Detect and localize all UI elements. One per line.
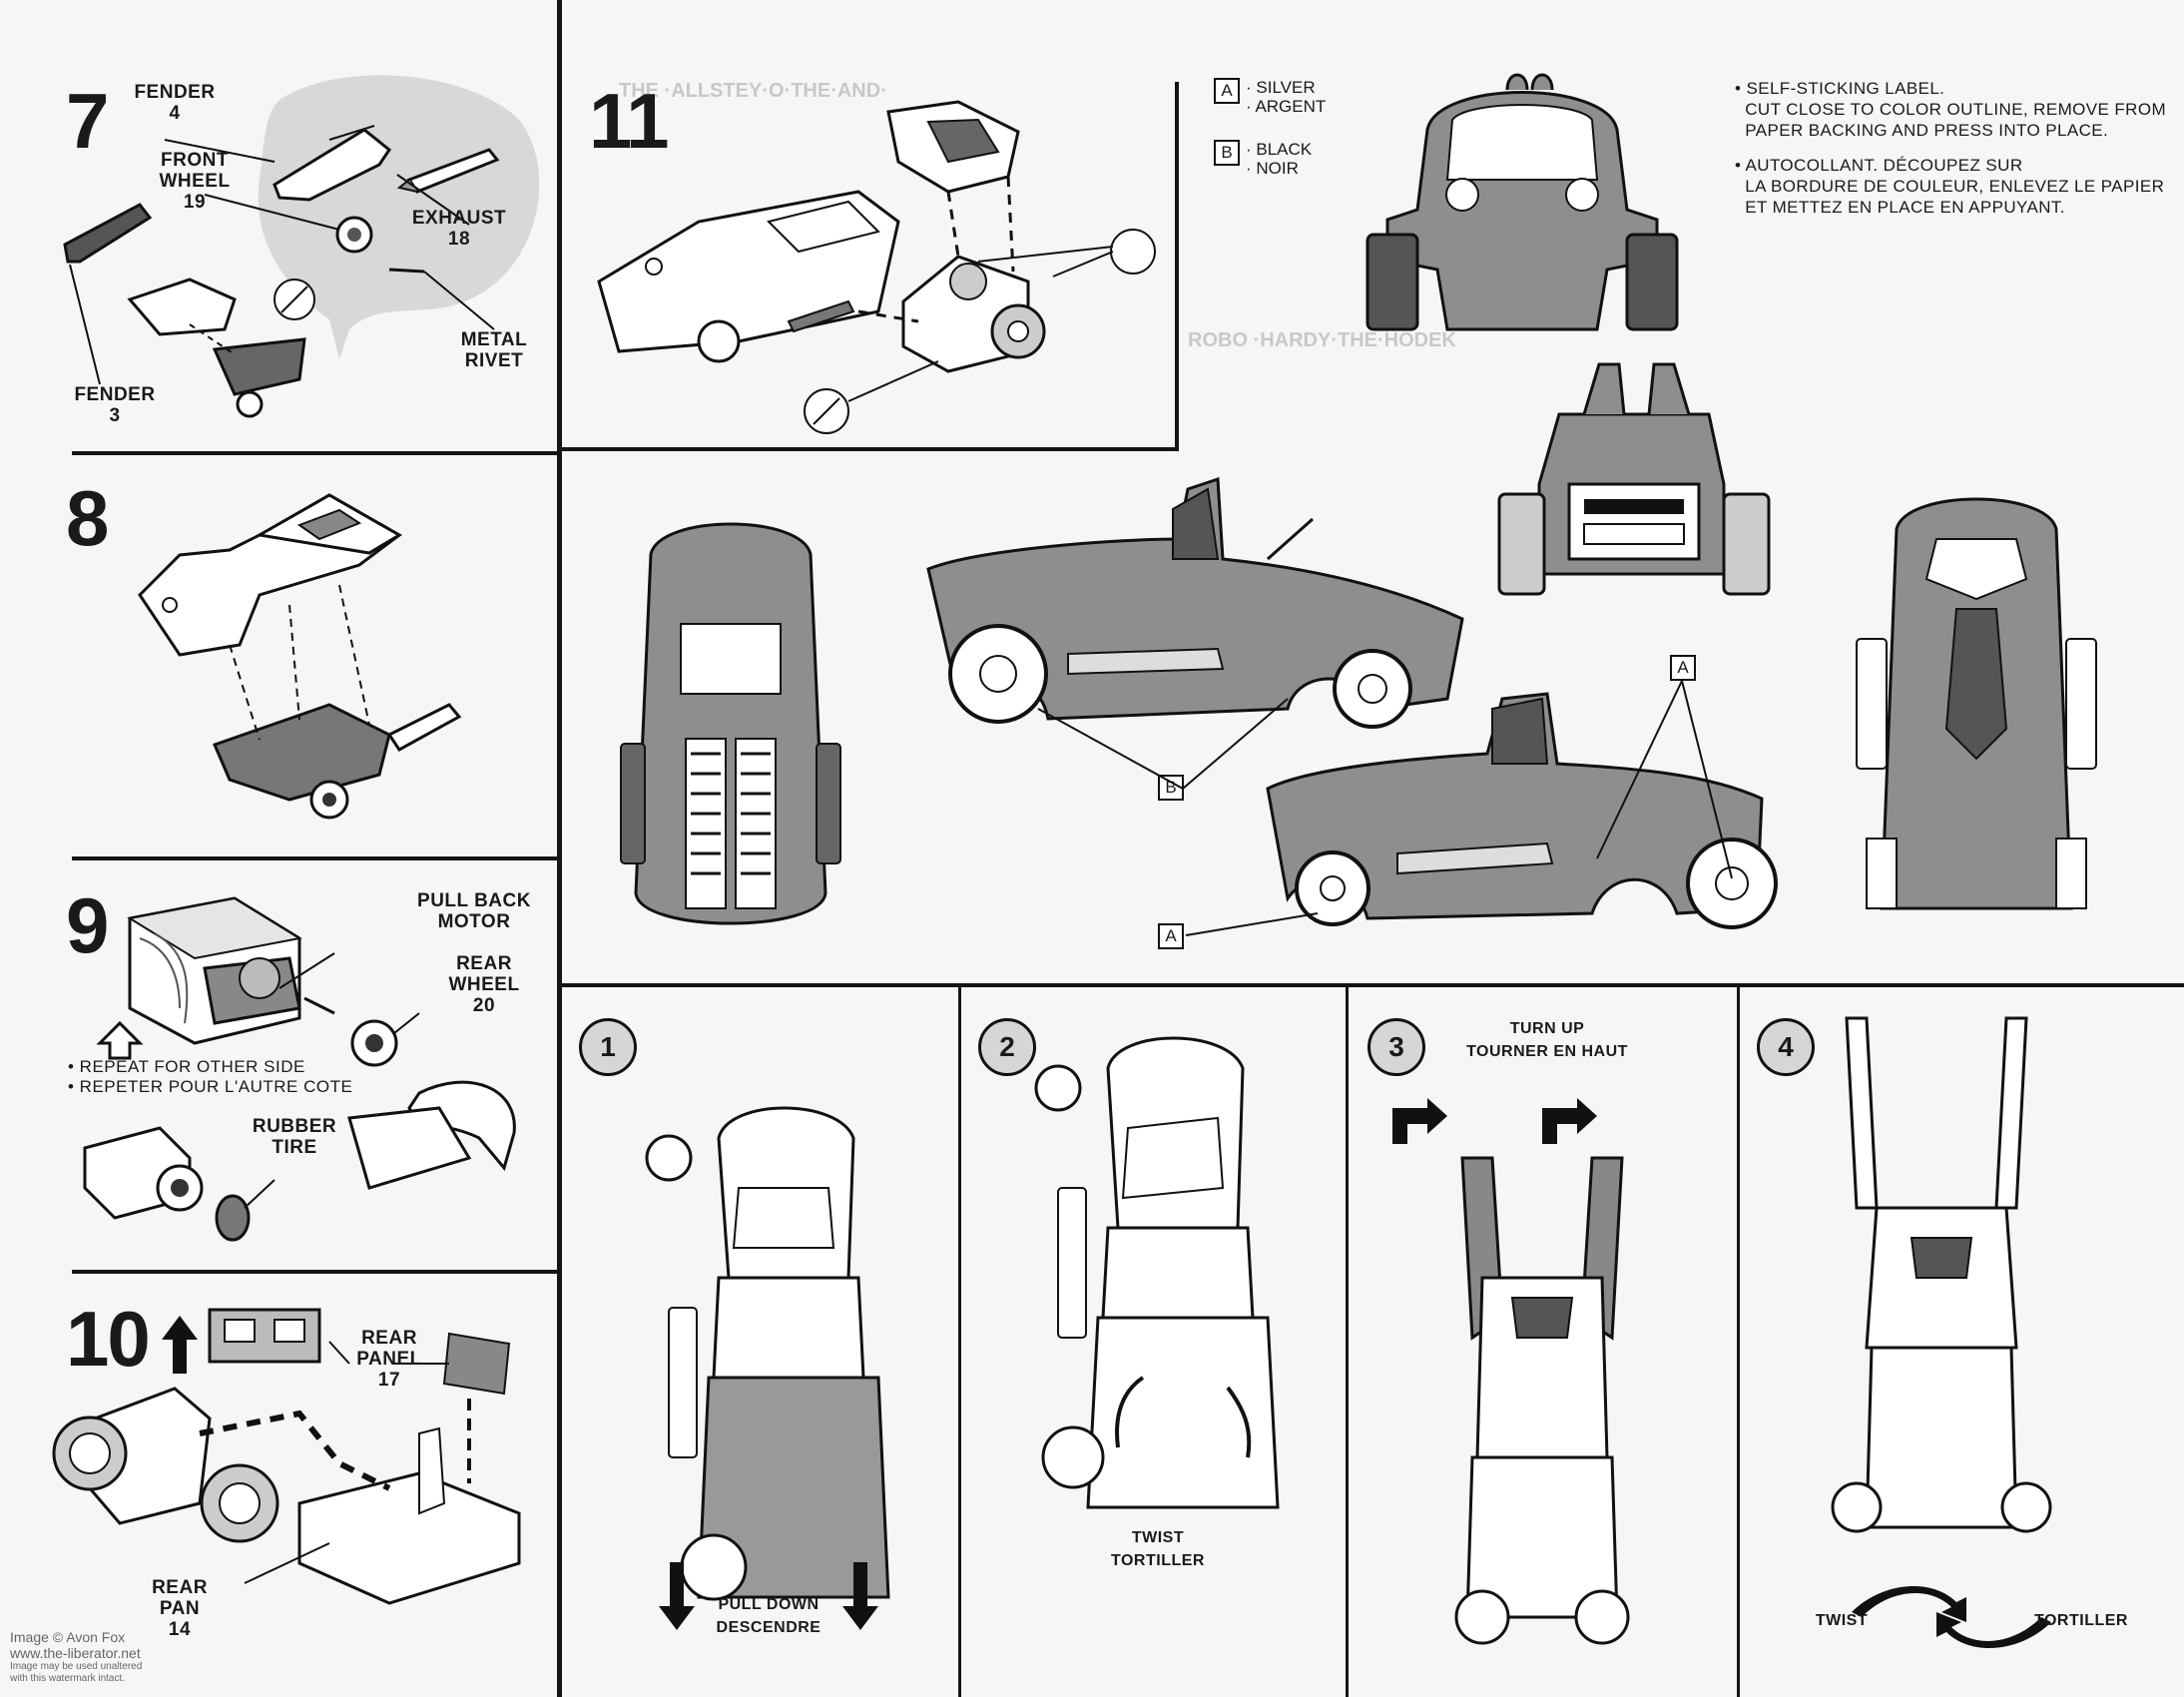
transform-step-2-caption-en: TWIST bbox=[1131, 1529, 1185, 1546]
turn-up-arrow-right bbox=[1542, 1098, 1597, 1144]
divider-v-11-right bbox=[1175, 82, 1179, 451]
label-fender-3: FENDER 3 bbox=[74, 384, 156, 426]
bleed-through-text-2: ROBO ·HARDY·THE·HODEK bbox=[1188, 329, 1456, 351]
divider-h-11-bottom bbox=[559, 447, 1178, 451]
pull-down-arrow-right bbox=[842, 1562, 878, 1630]
legend-b-fr: · NOIR bbox=[1246, 159, 1299, 178]
transform-step-4-caption-fr: TORTILLER bbox=[2034, 1612, 2128, 1629]
transform-step-3-number: 3 bbox=[1367, 1018, 1425, 1076]
label-instructions-fr: • AUTOCOLLANT. DÉCOUPEZ SUR LA BORDURE D… bbox=[1735, 156, 2165, 217]
label-exhaust-18: EXHAUST 18 bbox=[411, 208, 507, 250]
callout-a-bottom: A bbox=[1158, 923, 1190, 949]
transform-step-1-number: 1 bbox=[579, 1018, 637, 1076]
divider-v-t3-t4 bbox=[1737, 983, 1740, 1697]
label-rear-panel-17: REAR PANEL 17 bbox=[356, 1328, 422, 1391]
divider-v-left bbox=[557, 0, 562, 1697]
transform-step-3-caption-fr: TOURNER EN HAUT bbox=[1466, 1043, 1628, 1060]
transform-step-4-number: 4 bbox=[1757, 1018, 1815, 1076]
label-pull-back-motor: PULL BACK MOTOR bbox=[417, 890, 531, 932]
watermark: Image © Avon Fox www.the-liberator.net I… bbox=[10, 1629, 142, 1685]
robot-front-view bbox=[1856, 497, 2097, 910]
side-view-car-2 bbox=[1266, 692, 1778, 929]
front-view-car bbox=[1365, 73, 1679, 331]
legend-a-en: · SILVER bbox=[1246, 78, 1316, 97]
label-fender-4: FENDER 4 bbox=[134, 82, 216, 124]
step-7-illustration bbox=[63, 75, 540, 418]
legend-a-box: A bbox=[1214, 78, 1240, 104]
repeat-note-fr: • REPETER POUR L'AUTRE COTE bbox=[68, 1077, 353, 1096]
watermark-usage-2: with this watermark intact. bbox=[10, 1673, 126, 1684]
transform-step-2-robot bbox=[1034, 1036, 1280, 1509]
step-11-illustration bbox=[597, 100, 1156, 434]
label-rubber-tire: RUBBER TIRE bbox=[252, 1116, 337, 1158]
divider-v-t2-t3 bbox=[1346, 983, 1349, 1697]
transform-step-4-caption-en: TWIST bbox=[1815, 1612, 1869, 1629]
label-instructions-en: • SELF-STICKING LABEL. CUT CLOSE TO COLO… bbox=[1735, 79, 2167, 140]
watermark-usage-1: Image may be used unaltered bbox=[10, 1661, 143, 1672]
watermark-credit: Image © Avon Fox bbox=[10, 1629, 126, 1645]
transform-step-1-robot bbox=[645, 1106, 890, 1601]
label-rear-wheel-20: REAR WHEEL 20 bbox=[448, 953, 520, 1016]
callout-b-mid: B bbox=[1158, 775, 1190, 801]
twist-arrows bbox=[1852, 1585, 2051, 1649]
callout-a-top: A bbox=[1670, 655, 1702, 681]
step-10-number: 10 bbox=[66, 1295, 151, 1383]
legend-b-en: · BLACK bbox=[1246, 140, 1313, 159]
divider-h-transform-top bbox=[559, 983, 2184, 987]
label-rear-pan-14: REAR PAN 14 bbox=[152, 1577, 208, 1640]
step-10-up-arrow bbox=[162, 1316, 198, 1374]
step-8-illustration bbox=[138, 493, 462, 820]
transform-step-1-caption-en: PULL DOWN bbox=[718, 1596, 819, 1613]
transform-step-1-caption-fr: DESCENDRE bbox=[716, 1619, 821, 1636]
label-metal-rivet: METAL RIVET bbox=[460, 329, 528, 371]
rear-view-car bbox=[1497, 362, 1771, 596]
watermark-url: www.the-liberator.net bbox=[10, 1645, 141, 1661]
transform-step-3-robot bbox=[1454, 1156, 1630, 1645]
legend-b-box: B bbox=[1214, 140, 1240, 166]
step-11-number: 11 bbox=[589, 77, 669, 165]
top-view-car bbox=[620, 522, 841, 925]
side-view-car-1 bbox=[926, 476, 1464, 729]
label-instructions: • SELF-STICKING LABEL. CUT CLOSE TO COLO… bbox=[1735, 78, 2174, 232]
transform-step-2-caption-fr: TORTILLER bbox=[1111, 1552, 1205, 1569]
divider-h-8-9 bbox=[72, 856, 559, 860]
legend-a-fr: · ARGENT bbox=[1246, 97, 1327, 116]
legend: A · SILVER · ARGENT B · BLACK · NOIR bbox=[1214, 78, 1326, 178]
transform-step-2-number: 2 bbox=[978, 1018, 1036, 1076]
transform-step-3-caption-en: TURN UP bbox=[1509, 1020, 1585, 1037]
turn-up-arrow-left bbox=[1392, 1098, 1447, 1144]
step-10-illustration bbox=[52, 1308, 521, 1605]
divider-h-9-10 bbox=[72, 1270, 559, 1274]
step-7-number: 7 bbox=[66, 77, 109, 165]
repeat-note-en: • REPEAT FOR OTHER SIDE bbox=[68, 1057, 305, 1076]
bleed-through-text: THE ·ALLSTEY·O·THE·AND· bbox=[619, 80, 887, 102]
transform-step-4-robot bbox=[1831, 1016, 2052, 1533]
label-front-wheel-19: FRONT WHEEL 19 bbox=[159, 150, 231, 213]
divider-v-t1-t2 bbox=[958, 983, 961, 1697]
step-9-illustration bbox=[83, 896, 516, 1242]
step-9-number: 9 bbox=[66, 881, 109, 969]
step-8-number: 8 bbox=[66, 474, 109, 562]
pull-down-arrow-left bbox=[659, 1562, 695, 1630]
divider-h-7-8 bbox=[72, 451, 559, 455]
